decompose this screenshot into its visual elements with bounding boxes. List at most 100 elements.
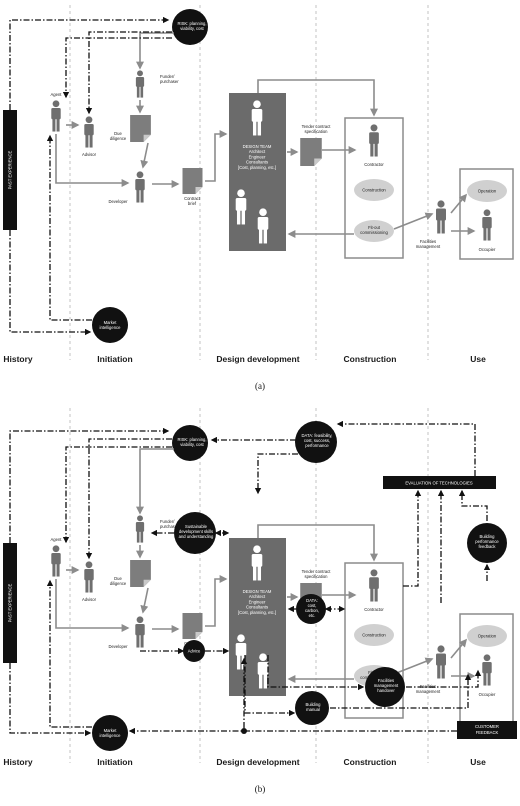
facilities-manager-figure: [436, 645, 446, 679]
sustainable-skills-label: development skills: [179, 529, 213, 534]
junction-dot: [241, 728, 247, 734]
past-experience-label: PAST EXPERIENCE: [8, 583, 13, 622]
operation-label: Operation: [478, 189, 497, 194]
building-manual-label: manual: [306, 707, 320, 712]
past-experience-label: PAST EXPERIENCE: [8, 150, 13, 189]
loop-data-design: [254, 453, 298, 495]
risk-node: [172, 9, 208, 45]
market-intelligence-label: Market: [104, 320, 118, 325]
loop-market-agent: [46, 134, 92, 321]
market-intelligence-node: [92, 307, 128, 343]
due-diligence-label: diligence: [110, 136, 127, 141]
design-team-label: Engineer: [249, 154, 266, 159]
data-feasibility-label: cost, success,: [304, 438, 330, 443]
sustainable-skills-label: and understanding: [179, 534, 214, 539]
building-manual-label: Building: [306, 702, 322, 707]
loop-history-market: [9, 663, 92, 737]
loop-market-agent: [46, 579, 92, 728]
operation-node: [467, 180, 507, 202]
loop-handover-occupier: [406, 669, 482, 688]
data-cost-label: cost,: [308, 603, 317, 608]
loop-manual-occupier: [330, 673, 472, 709]
risk-label: viability, cost: [180, 26, 204, 31]
tender-label: specification: [304, 574, 328, 579]
advisor-label: Advisor: [82, 597, 97, 602]
loop-feedback-eval: [458, 489, 488, 521]
contractor-label: Contractor: [364, 162, 384, 167]
contract-brief-doc: [182, 168, 203, 194]
facilities-label: Facilities: [420, 684, 436, 689]
design-team-label: Engineer: [249, 599, 266, 604]
contractor-label: Contractor: [364, 607, 384, 612]
fm-handover-label: management: [374, 683, 399, 688]
flow-agent-developer: [55, 134, 130, 187]
panel-caption: (a): [255, 381, 265, 391]
stage-label: Initiation: [97, 354, 132, 364]
risk-label: viability, cost: [180, 442, 204, 447]
flow-fitout-fm: [393, 657, 434, 675]
stage-label: History: [3, 354, 33, 364]
advisor-figure: [84, 116, 94, 148]
flow-fm-operation: [450, 193, 468, 214]
construction-box: [344, 562, 404, 719]
panel-caption: (b): [255, 784, 266, 794]
market-intelligence-node: [92, 715, 128, 751]
sustainable-skills-node: [174, 512, 216, 554]
facilities-label: management: [416, 689, 441, 694]
stage-label: History: [3, 757, 33, 767]
flow-risk-funder: [136, 32, 174, 70]
flow-due-developer: [140, 587, 149, 614]
operation-label: Operation: [478, 634, 497, 639]
flow-fm-operation: [450, 638, 468, 659]
contractor-figure: [369, 569, 379, 602]
loop-history-risk: [9, 16, 170, 110]
design-team-label: DESIGN TEAM: [243, 144, 272, 149]
building-feedback-node: [467, 523, 507, 563]
loop-design-handover: [267, 655, 365, 691]
stage-label: Use: [470, 757, 486, 767]
data-feasibility-label: DATA: feasibility,: [302, 433, 333, 438]
risk-label: RISK: planning,: [177, 437, 206, 442]
design-team-label: DESIGN TEAM: [243, 589, 272, 594]
loop-history-market: [9, 230, 92, 336]
data-feasibility-label: performance: [305, 443, 329, 448]
design-team-label: Architect: [249, 149, 266, 154]
building-manual-node: [295, 691, 329, 725]
data-cost-label: carbon,: [305, 608, 319, 613]
flow-agent-developer: [55, 579, 130, 632]
construction-label: Construction: [362, 188, 386, 193]
agent-figure: [51, 545, 61, 577]
funder-figure: [135, 70, 145, 98]
developer-figure: [135, 171, 145, 203]
stage-label: Construction: [344, 757, 397, 767]
tender-label: Tender contract: [302, 124, 332, 129]
flow-design-construction: [257, 524, 378, 562]
construction-node: [354, 179, 394, 201]
flow-risk-funder: [136, 448, 174, 515]
sustainable-skills-label: Sustainable: [185, 524, 208, 529]
facilities-manager-figure: [436, 200, 446, 234]
construction-label: Construction: [362, 633, 386, 638]
loop-history-risk: [9, 427, 170, 543]
tender-doc: [300, 138, 322, 166]
fm-handover-node: [365, 667, 405, 707]
developer-figure: [135, 616, 145, 648]
occupier-figure: [482, 209, 492, 241]
flow-brief-design: [205, 575, 228, 627]
customer-feedback-label: FEEDBACK: [476, 730, 499, 735]
stage-label: Construction: [344, 354, 397, 364]
design-team-label: [Cost, planning, etc.]: [238, 165, 276, 170]
fm-handover-label: Facilities: [378, 678, 394, 683]
contract-brief-label: Contract: [184, 196, 201, 201]
design-team-label: Consultants: [246, 605, 268, 610]
construction-box: [344, 117, 404, 259]
risk-node: [172, 425, 208, 461]
past-experience-bar: [3, 110, 17, 230]
developer-label: Developer: [108, 644, 128, 649]
past-experience-bar: [3, 543, 17, 663]
loop-risk-advisor: [85, 31, 172, 115]
customer-feedback-bar: [457, 721, 517, 739]
loop-manual-line: [244, 655, 296, 717]
